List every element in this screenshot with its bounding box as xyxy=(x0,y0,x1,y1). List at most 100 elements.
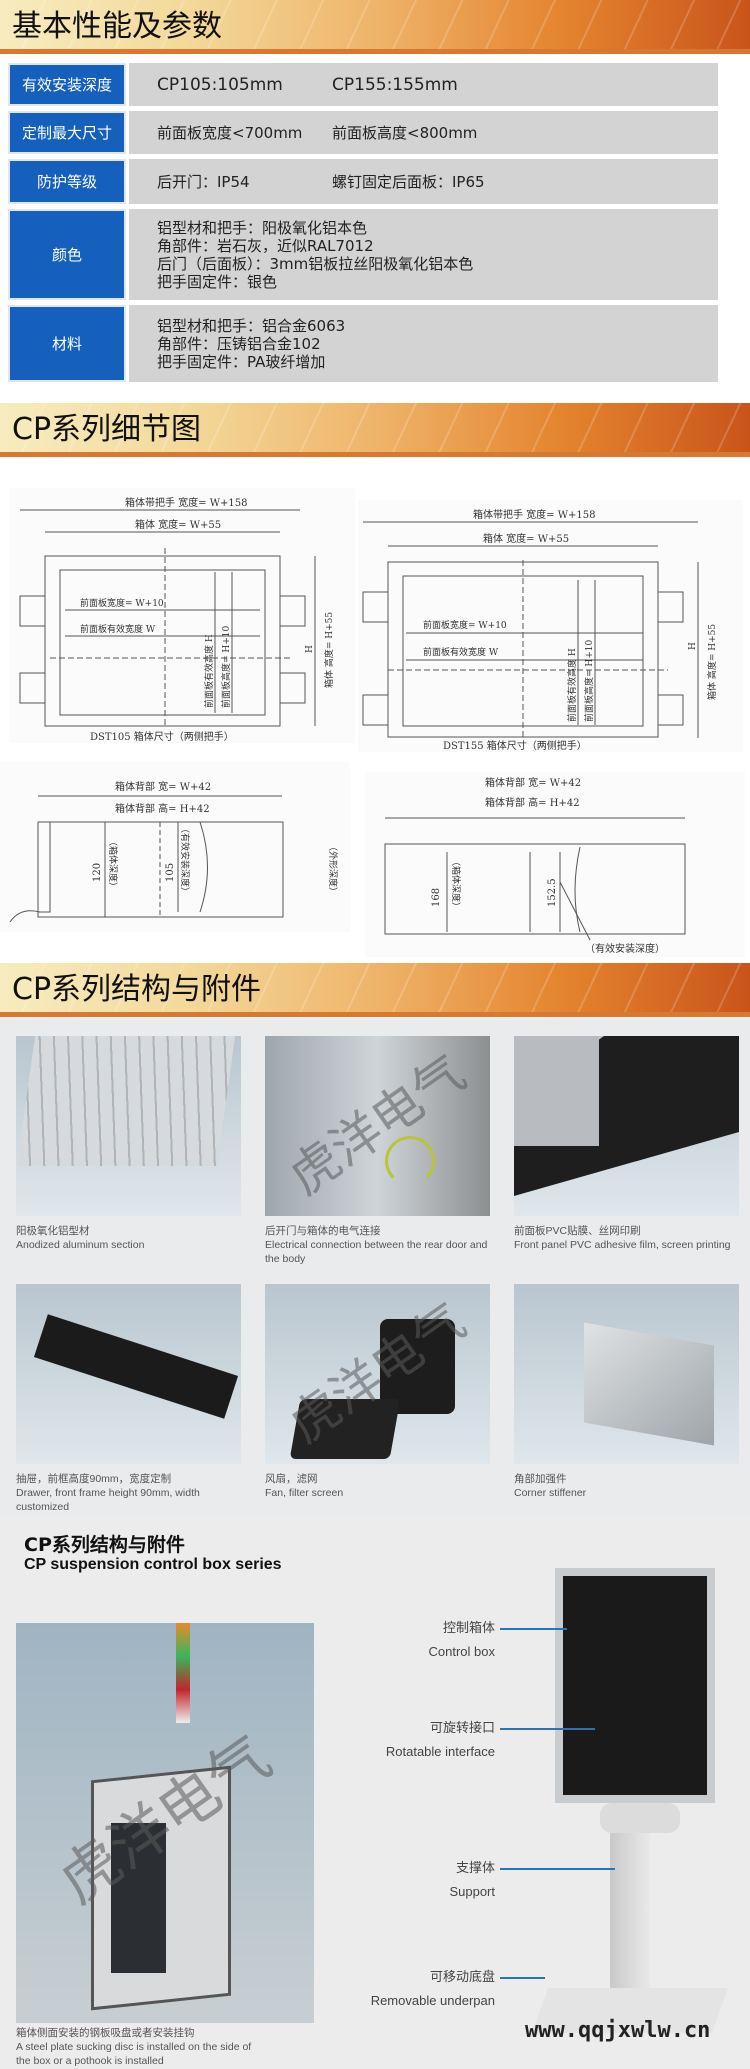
part-label-en: Rotatable interface xyxy=(385,1744,495,1759)
suspension-subtitle: CP suspension control box series xyxy=(24,1556,282,1573)
part-label-en: Removable underpan xyxy=(370,1993,495,2008)
dim-label: 前面板宽度= W+10 xyxy=(80,597,164,609)
photo-caption-en: A steel plate sucking disc is installed … xyxy=(16,2041,252,2067)
dim-label: 箱体背部 高= H+42 xyxy=(485,796,580,809)
rear-door-connection-image xyxy=(265,1036,490,1216)
value-text: CP155:155mm xyxy=(332,74,458,95)
accessory-item: 角部加强件 Corner stiffener xyxy=(514,1284,739,1500)
value-text: CP105:105mm xyxy=(157,74,283,95)
caption-cn: 阳极氧化铝型材 xyxy=(16,1225,90,1237)
control-box-image xyxy=(555,1568,715,1803)
accessory-item: 后开门与箱体的电气连接 Electrical connection between… xyxy=(265,1036,490,1266)
dim-label: 168 xyxy=(431,888,442,907)
part-label-cn: 支撑体 xyxy=(455,1860,495,1875)
leader-line xyxy=(500,1728,595,1730)
caption-en: Anodized aluminum section xyxy=(16,1239,145,1251)
dim-label: 前面板宽度= W+10 xyxy=(423,619,507,631)
dim-label: 前面板有效宽度 W xyxy=(80,623,156,635)
dim-label: 前面板有效高度 H xyxy=(566,648,578,722)
suspension-section: CP系列结构与附件 CP suspension control box seri… xyxy=(0,1518,750,2069)
dim-label: 105 xyxy=(165,863,176,882)
value-text: 螺钉固定后面板：IP65 xyxy=(332,172,485,191)
caption-en: Fan, filter screen xyxy=(265,1487,344,1499)
accessory-item: 前面板PVC贴膜、丝网印刷 Front panel PVC adhesive fi… xyxy=(514,1036,739,1252)
row-label: 材料 xyxy=(8,305,126,382)
value-text: 铝型材和把手：铝合金6063 xyxy=(157,316,346,335)
value-text: 角部件：压铸铝合金102 xyxy=(157,334,321,353)
value-text: 把手固定件：银色 xyxy=(157,272,278,291)
dim-label: 箱体带把手 宽度= W+158 xyxy=(125,496,247,509)
section-banner-detail: CP系列细节图 xyxy=(0,403,750,457)
row-value: 后开门：IP54 螺钉固定后面板：IP65 xyxy=(129,159,718,204)
caption-cn: 抽屉，前框高度90mm，宽度定制 xyxy=(16,1473,172,1485)
leader-line xyxy=(500,1868,615,1870)
table-row: 定制最大尺寸 前面板宽度<700mm 前面板高度<800mm xyxy=(8,111,718,154)
dim-label: 前面板有效宽度 W xyxy=(423,646,499,658)
dim-label: （外形深度） xyxy=(327,842,339,896)
caption-en: Drawer, front frame height 90mm, width c… xyxy=(16,1487,200,1513)
drawer-image xyxy=(16,1284,241,1464)
row-label: 定制最大尺寸 xyxy=(8,111,126,154)
value-text: 后门（后面板）：3mm铝板拉丝阳极氧化铝本色 xyxy=(157,254,474,273)
dim-label: 前面板高度= H+10 xyxy=(220,625,232,708)
section-title: 基本性能及参数 xyxy=(12,9,222,44)
diagram-caption: DST155 箱体尺寸（两侧把手） xyxy=(443,739,587,752)
caption-en: Front panel PVC adhesive film, screen pr… xyxy=(514,1239,731,1251)
dim-label: 152.5 xyxy=(547,878,558,907)
row-label: 颜色 xyxy=(8,209,126,300)
caption-en: Corner stiffener xyxy=(514,1487,587,1499)
dim-label: 箱体背部 宽= W+42 xyxy=(485,776,581,789)
leader-line xyxy=(500,1977,545,1979)
front-diagram-dst105: 箱体带把手 宽度= W+158 箱体 宽度= W+55 前面板宽度= W+10 … xyxy=(10,488,355,743)
dim-label: 前面板有效高度 H xyxy=(203,634,215,708)
section-banner-params: 基本性能及参数 xyxy=(0,0,750,54)
part-label: 支撑体 Support xyxy=(449,1856,495,1904)
part-label-cn: 可移动底盘 xyxy=(429,1969,495,1984)
caption-cn: 前面板PVC贴膜、丝网印刷 xyxy=(514,1225,641,1237)
row-value: CP105:105mm CP155:155mm xyxy=(129,63,718,106)
caption-en: Electrical connection between the rear d… xyxy=(265,1239,488,1265)
side-diagram-cp105: 箱体背部 宽= W+42 箱体背部 高= H+42 120 （箱体深度） 105… xyxy=(0,762,350,932)
value-text: 后开门：IP54 xyxy=(157,172,250,191)
dim-label: 箱体 宽度= W+55 xyxy=(483,532,569,545)
value-text: 前面板宽度<700mm xyxy=(157,123,303,142)
part-label: 可移动底盘 Removable underpan xyxy=(371,1965,495,2013)
dim-label: （有效安装深度） xyxy=(179,824,191,896)
suspension-title: CP系列结构与附件 xyxy=(24,1534,185,1556)
dim-label: 箱体背部 宽= W+42 xyxy=(115,780,211,793)
dim-label: H xyxy=(688,642,698,650)
dim-label: H xyxy=(305,645,315,653)
value-text: 角部件：岩石灰，近似RAL7012 xyxy=(157,236,374,255)
dim-label: 箱体 高度= H+55 xyxy=(706,624,718,700)
dim-label: 前面板高度= H+10 xyxy=(583,639,595,722)
dim-label: （箱体深度） xyxy=(107,837,119,891)
accessory-grid: 阳极氧化铝型材 Anodized aluminum section 后开门与箱体的… xyxy=(0,1018,750,1518)
value-text: 把手固定件：PA玻纤增加 xyxy=(157,352,326,371)
caption-cn: 角部加强件 xyxy=(514,1473,567,1485)
dim-label: 120 xyxy=(92,863,103,882)
fan-filter-image xyxy=(265,1284,490,1464)
caption-cn: 后开门与箱体的电气连接 xyxy=(265,1225,381,1237)
support-image xyxy=(610,1833,650,1993)
dim-label: 箱体 高度= H+55 xyxy=(323,612,335,688)
mounted-control-box-photo xyxy=(16,1623,314,2023)
value-text: 铝型材和把手：阳极氧化铝本色 xyxy=(157,218,368,237)
dim-label: （有效安装深度） xyxy=(585,942,665,955)
photo-caption-cn: 箱体侧面安装的钢板吸盘或者安装挂钩 xyxy=(16,2027,195,2039)
rotatable-interface-image xyxy=(600,1803,680,1833)
front-panel-image xyxy=(514,1036,739,1216)
value-text: 前面板高度<800mm xyxy=(332,123,478,142)
dim-label: 箱体带把手 宽度= W+158 xyxy=(473,508,595,521)
row-value: 前面板宽度<700mm 前面板高度<800mm xyxy=(129,111,718,154)
front-diagram-dst155: 箱体带把手 宽度= W+158 箱体 宽度= W+55 前面板宽度= W+10 … xyxy=(358,500,743,752)
part-label-en: Support xyxy=(449,1884,495,1899)
